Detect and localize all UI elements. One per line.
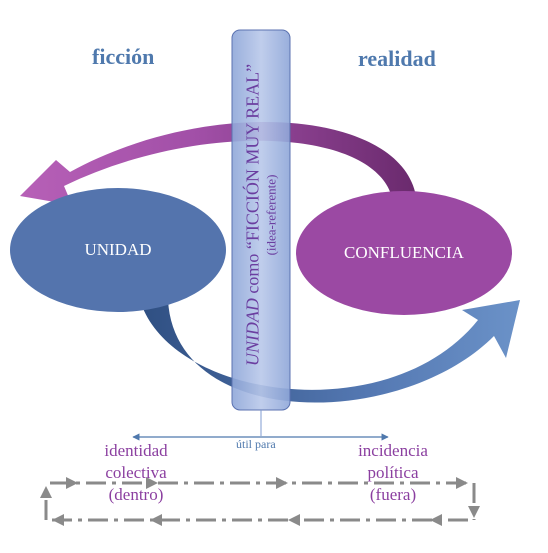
confluencia-label: CONFLUENCIA <box>344 243 464 262</box>
right-line-3: (fuera) <box>369 485 417 504</box>
left-line-1: identidad <box>104 441 168 460</box>
left-line-2: colectiva <box>105 463 167 482</box>
confluencia-ellipse <box>296 191 512 315</box>
useful-for-label: útil para <box>236 437 276 451</box>
right-line-1: incidencia <box>358 441 428 460</box>
purple-curved-arrow <box>20 122 416 205</box>
right-line-2: política <box>367 463 419 482</box>
left-line-3: (dentro) <box>108 485 164 504</box>
left-bottom-label: identidad colectiva (dentro) <box>84 440 188 506</box>
realidad-heading: realidad <box>358 46 436 71</box>
center-main-italic: UNIDAD <box>242 298 263 367</box>
center-main-rest: como “FICCIÓN MUY REAL” <box>242 63 263 299</box>
center-sub-text: (idea-referente) <box>263 174 279 256</box>
unidad-ellipse <box>10 188 226 312</box>
center-main-text: UNIDAD como “FICCIÓN MUY REAL” <box>243 64 264 366</box>
dashed-loop-arrowheads <box>40 477 480 526</box>
blue-curved-arrow <box>140 300 520 403</box>
ficcion-heading: ficción <box>92 44 155 69</box>
unidad-label: UNIDAD <box>84 240 152 259</box>
right-bottom-label: incidencia política (fuera) <box>340 440 446 506</box>
